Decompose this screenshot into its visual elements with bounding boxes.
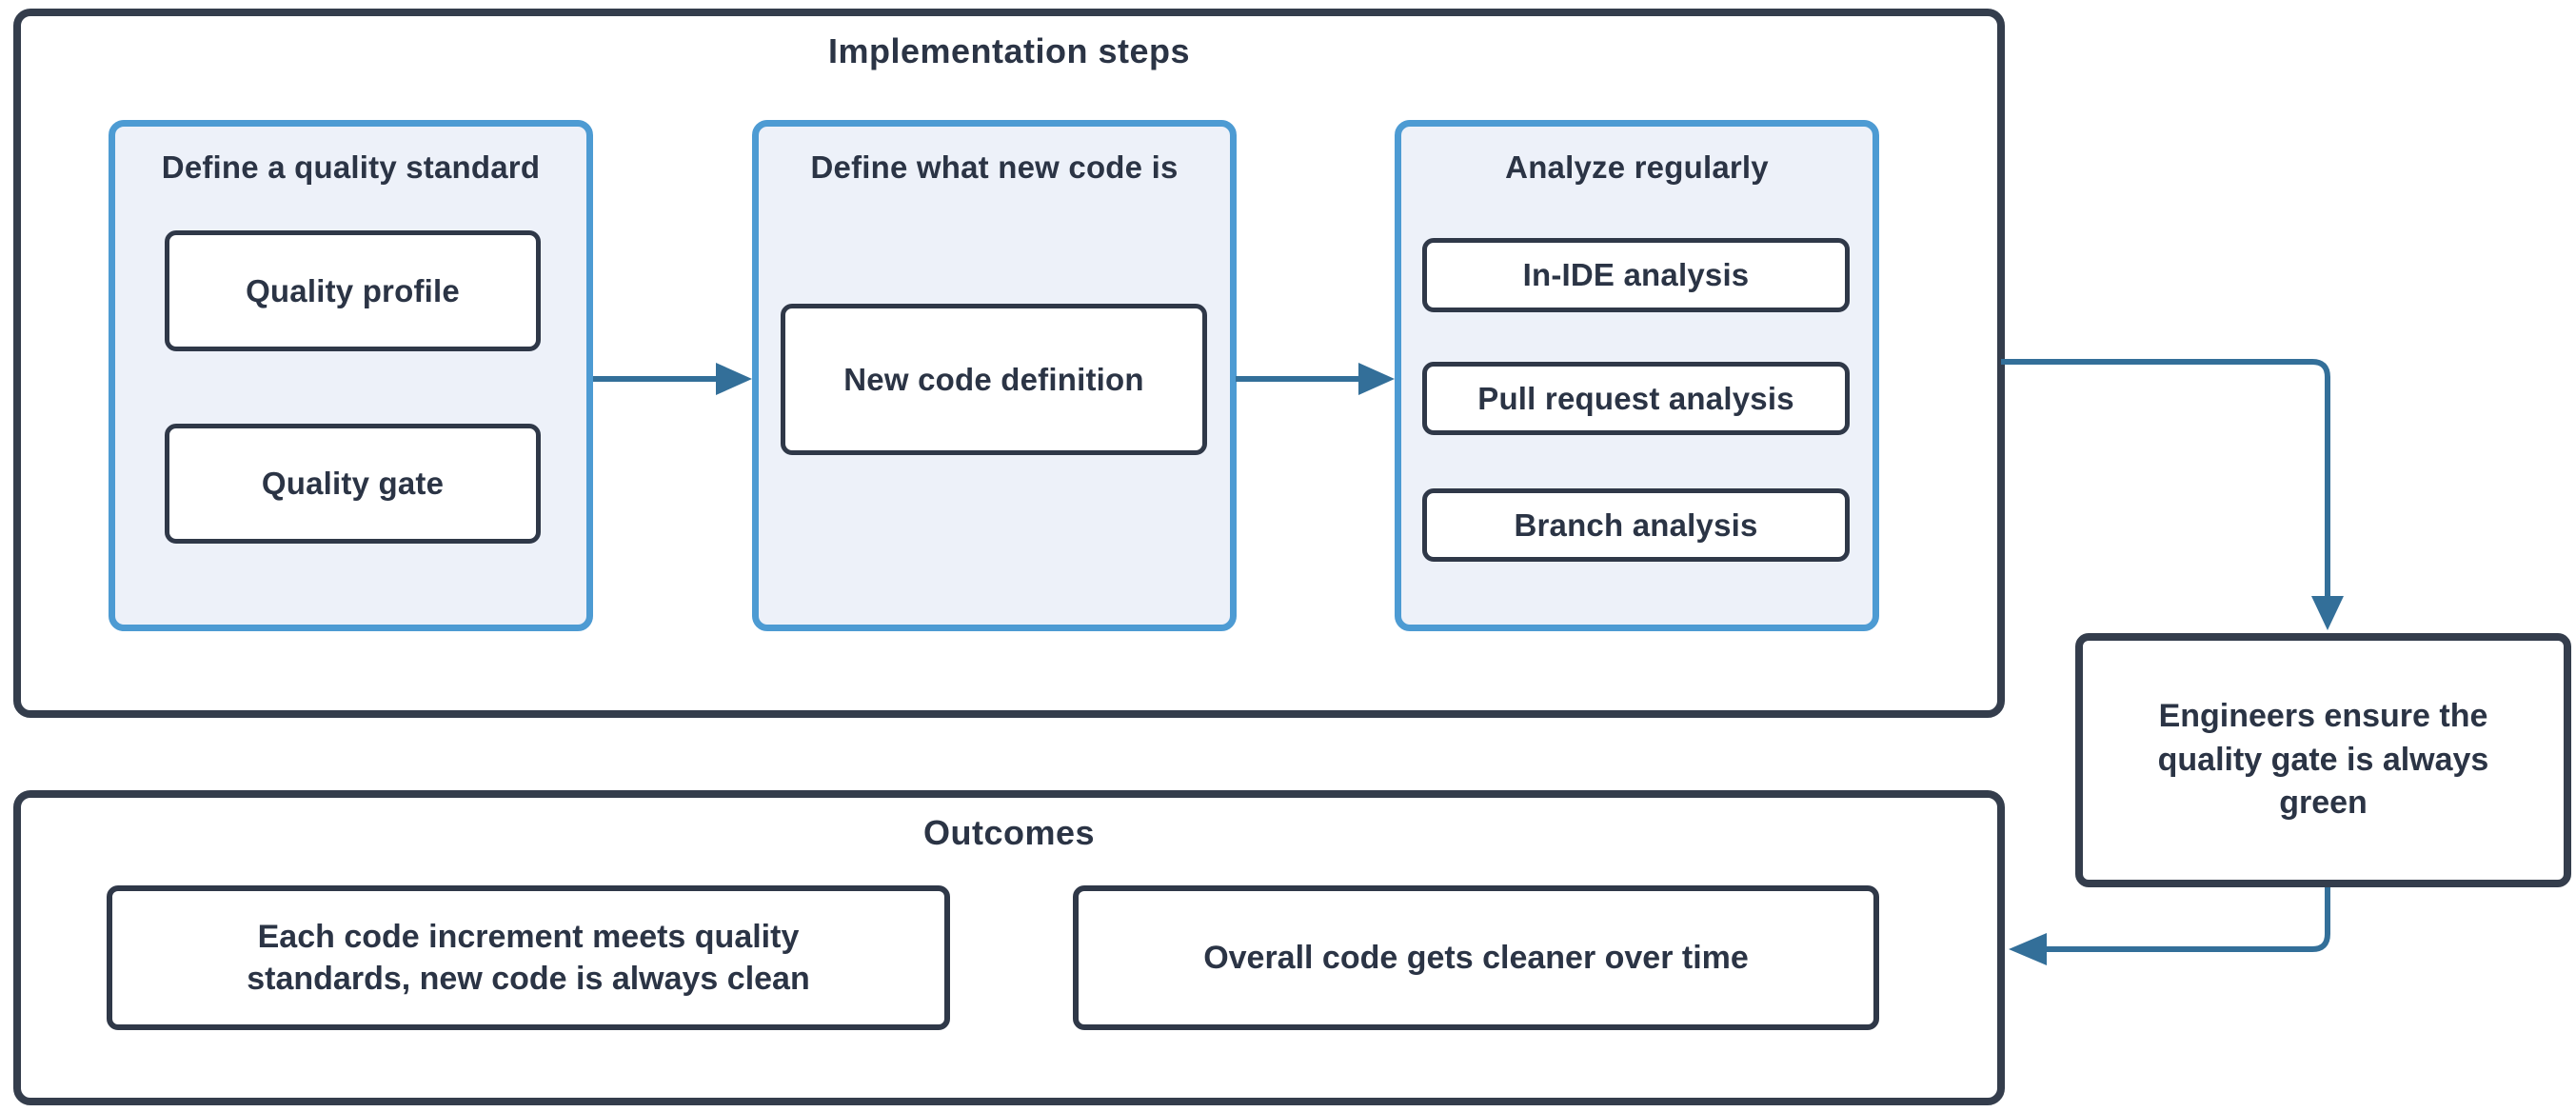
node-quality-profile: Quality profile	[165, 230, 541, 351]
implementation-steps-container: Implementation steps Define a quality st…	[13, 9, 2005, 718]
engineers-quality-gate-box: Engineers ensure the quality gate is alw…	[2075, 633, 2571, 887]
step-card-analyze-regularly: Analyze regularly In-IDE analysis Pull r…	[1395, 120, 1879, 631]
node-pull-request-analysis: Pull request analysis	[1422, 362, 1850, 435]
step-title-define-quality-standard: Define a quality standard	[161, 149, 541, 185]
node-new-code-definition: New code definition	[781, 304, 1207, 455]
implementation-steps-title: Implementation steps	[827, 31, 1191, 70]
outcome-box-code-increment: Each code increment meets quality standa…	[107, 885, 950, 1030]
step-title-define-new-code: Define what new code is	[810, 149, 1179, 185]
step-card-define-quality-standard: Define a quality standard Quality profil…	[109, 120, 593, 631]
node-branch-analysis: Branch analysis	[1422, 488, 1850, 562]
arrow-engineers-to-outcomes	[2009, 887, 2330, 965]
outcome-box-cleaner-over-time: Overall code gets cleaner over time	[1073, 885, 1879, 1030]
step-card-define-new-code: Define what new code is New code definit…	[752, 120, 1237, 631]
node-quality-gate: Quality gate	[165, 424, 541, 544]
step-title-analyze-regularly: Analyze regularly	[1505, 149, 1769, 185]
arrow-implementation-to-engineers	[2001, 359, 2344, 630]
outcomes-title: Outcomes	[922, 813, 1096, 852]
node-in-ide-analysis: In-IDE analysis	[1422, 238, 1850, 312]
outcomes-container: Outcomes Each code increment meets quali…	[13, 790, 2005, 1105]
